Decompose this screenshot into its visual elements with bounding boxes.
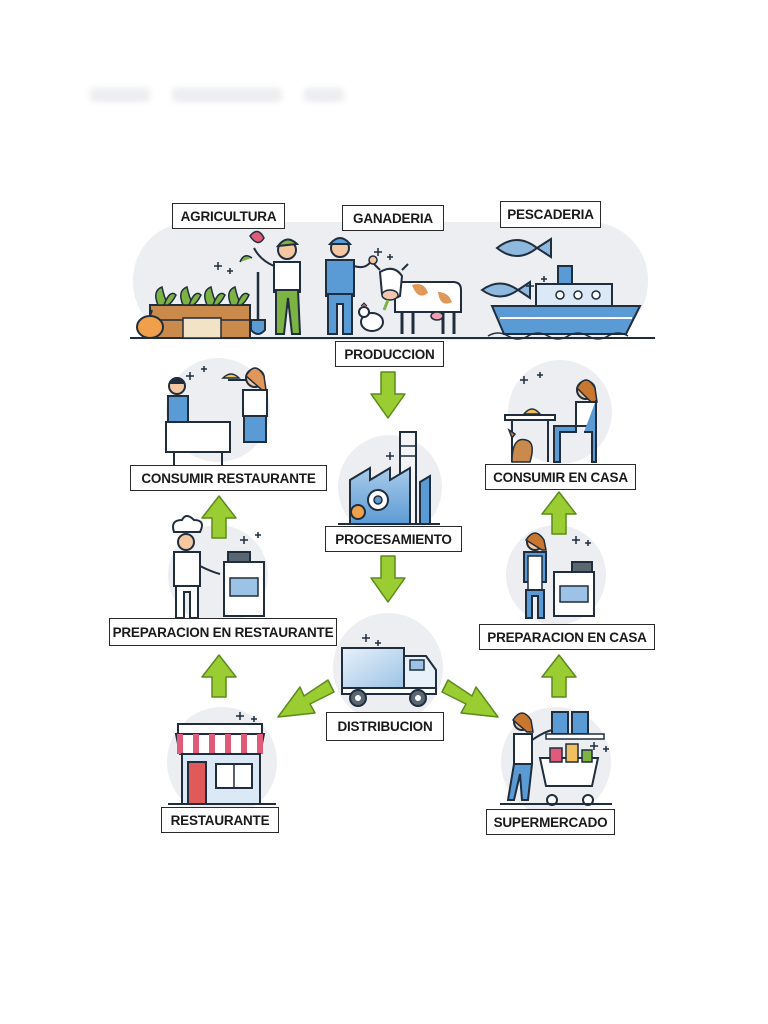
flow-arrows (201, 371, 577, 718)
arrow-supermercado-preparacion-casa (541, 654, 577, 698)
node-pescaderia: PESCADERIA (500, 201, 601, 228)
home-dining-illustration (504, 360, 612, 464)
arrow-preparacion-consumir-casa (541, 491, 577, 535)
arrow-distribucion-restaurante (277, 679, 335, 718)
sparkle-icons (186, 248, 609, 752)
node-supermercado: SUPERMERCADO (486, 809, 615, 835)
node-produccion: PRODUCCION (335, 341, 444, 367)
node-preparacion-en-restaurante: PREPARACION EN RESTAURANTE (109, 618, 337, 646)
livestock-illustration (325, 237, 462, 335)
node-agricultura: AGRICULTURA (172, 203, 285, 229)
arrow-distribucion-supermercado (441, 679, 499, 718)
fishery-illustration (480, 237, 642, 340)
node-restaurante: RESTAURANTE (161, 807, 279, 833)
production-scene (130, 222, 655, 340)
home-cook-illustration (506, 525, 606, 625)
shopper-illustration (500, 707, 612, 817)
node-procesamiento: PROCESAMIENTO (325, 526, 462, 552)
blurred-header (90, 88, 370, 110)
node-consumir-restaurante: CONSUMIR RESTAURANTE (130, 465, 327, 491)
arrow-procesamiento-distribucion (370, 555, 406, 603)
arrow-produccion-procesamiento (370, 371, 406, 419)
storefront-illustration (167, 707, 277, 817)
node-ganaderia: GANADERIA (342, 205, 444, 231)
restaurant-dining-illustration (165, 358, 270, 466)
agriculture-illustration (136, 230, 302, 339)
node-preparacion-en-casa: PREPARACION EN CASA (479, 624, 655, 650)
arrow-preparacion-consumir-restaurante (201, 495, 237, 539)
factory-illustration (338, 431, 442, 539)
arrow-restaurante-preparacion (201, 654, 237, 698)
node-consumir-en-casa: CONSUMIR EN CASA (485, 464, 636, 490)
node-distribucion: DISTRIBUCION (326, 712, 444, 741)
truck-illustration (333, 613, 443, 723)
